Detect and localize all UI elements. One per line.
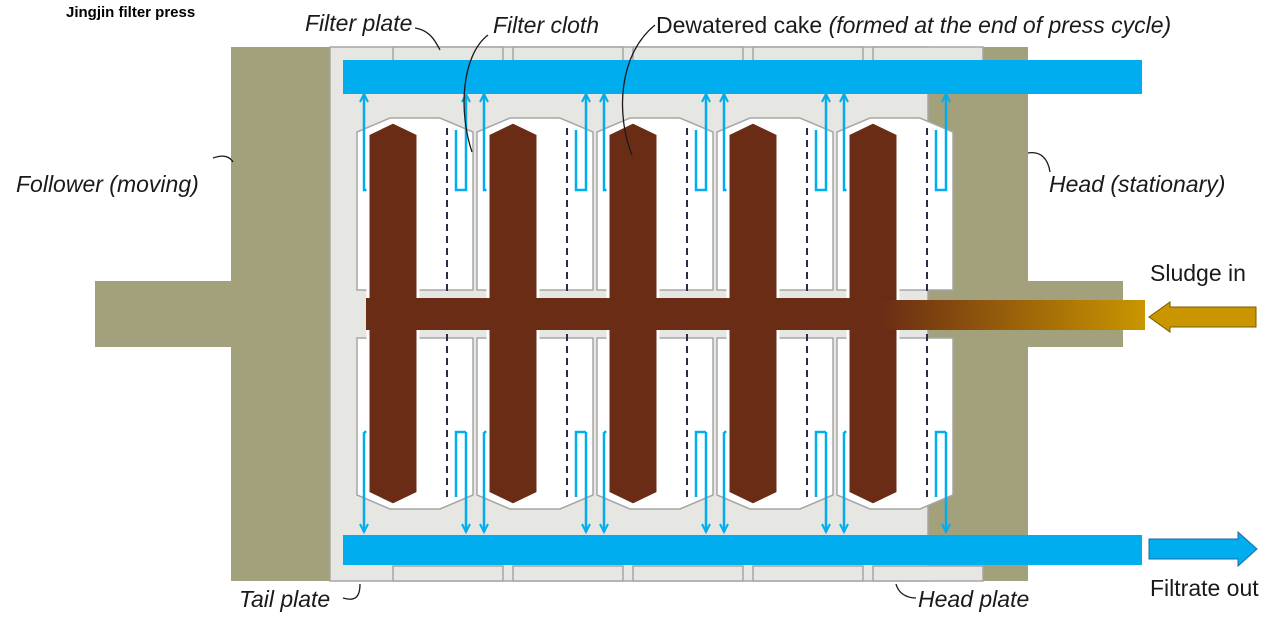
plate-top-tab xyxy=(392,46,504,62)
label-cake-note: (formed at the end of press cycle) xyxy=(828,12,1172,38)
filtrate-arrowhead xyxy=(839,523,849,535)
filtrate-arrowhead xyxy=(461,523,471,535)
filtrate-arrowhead xyxy=(479,523,489,535)
leader-lines xyxy=(212,24,1051,600)
plate-bottom-tab xyxy=(872,565,984,582)
filtrate-arrowhead xyxy=(701,523,711,535)
filtrate-channel-down xyxy=(694,430,706,497)
filtrate-arrowhead xyxy=(941,523,951,535)
filtrate-channel-up xyxy=(934,94,948,192)
filtrate-arrowhead xyxy=(359,523,369,535)
filtrate-channel-down xyxy=(934,430,946,497)
filtrate-arrowhead xyxy=(719,523,729,535)
label-dewatered-cake: Dewatered cake (formed at the end of pre… xyxy=(656,14,1171,37)
label-sludge-in: Sludge in xyxy=(1150,260,1246,286)
filtrate-arrowhead xyxy=(581,523,591,535)
filtrate-channel-up xyxy=(574,94,588,192)
plate-bottom-tab xyxy=(512,565,624,582)
plate-top-tab xyxy=(752,46,864,62)
label-cake-main: Dewatered cake xyxy=(656,12,823,38)
filtrate-channel-down xyxy=(574,430,586,497)
filtrate-channel-up xyxy=(694,94,708,192)
label-filtrate-out: Filtrate out xyxy=(1150,575,1259,601)
plate-top-tab xyxy=(872,46,984,62)
label-head-plate: Head plate xyxy=(918,586,1030,612)
label-head: Head (stationary) xyxy=(1049,171,1226,197)
brand-title: Jingjin filter press xyxy=(66,4,196,21)
label-filter-cloth: Filter cloth xyxy=(493,12,600,38)
follower-shaft xyxy=(95,281,235,347)
label-tail-plate: Tail plate xyxy=(239,586,331,612)
filtrate-pipe-bottom xyxy=(343,535,1142,565)
sludge-in-arrow xyxy=(1148,301,1257,333)
plate-bottom-tab xyxy=(752,565,864,582)
dewatered-cake xyxy=(366,120,900,507)
filtrate-out-arrow xyxy=(1148,530,1258,568)
filtrate-pipe-top xyxy=(343,60,1142,94)
label-filter-plate: Filter plate xyxy=(305,10,413,36)
plate-top-tab xyxy=(632,46,744,62)
filtrate-channel-up xyxy=(454,94,468,192)
filtrate-channel-down xyxy=(454,430,466,497)
filtrate-arrowhead xyxy=(599,523,609,535)
sludge-feed-pipe xyxy=(880,300,1145,330)
plate-top-tab xyxy=(512,46,624,62)
plate-bottom-tab xyxy=(392,565,504,582)
cake-feed-channel xyxy=(366,298,896,330)
plate-bottom-tab xyxy=(632,565,744,582)
filtrate-channel-up xyxy=(814,94,828,192)
filtrate-channel-down xyxy=(814,430,826,497)
label-follower: Follower (moving) xyxy=(16,171,199,197)
follower-frame xyxy=(231,47,336,581)
filtrate-arrowhead xyxy=(821,523,831,535)
